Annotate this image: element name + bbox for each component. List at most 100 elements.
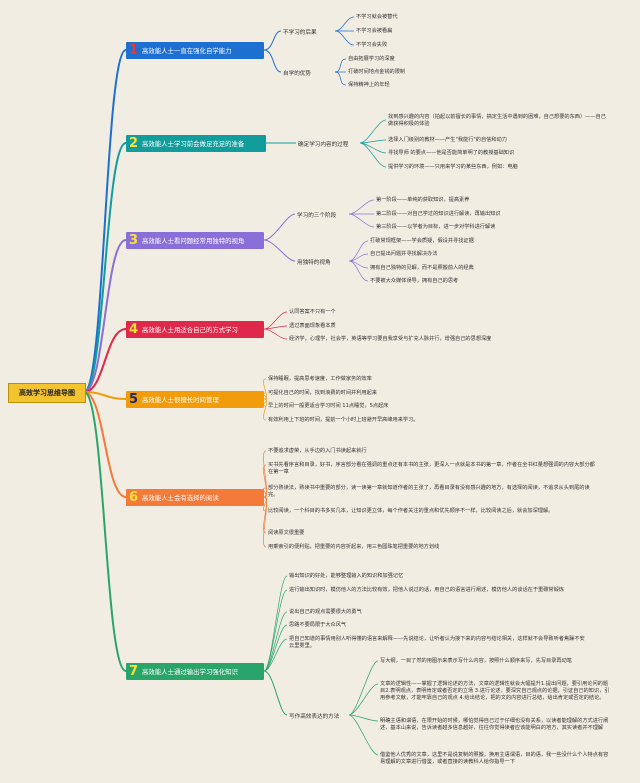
sub-3-1[interactable]: 学习的三个阶段: [297, 213, 337, 219]
leaf-2-1-4[interactable]: 提供学习的环境——只用来学习的某些东西，例如：电脑: [388, 164, 518, 170]
leaf-6-5[interactable]: 阅读原文很重要: [268, 530, 305, 536]
branch-1-leaf-link-2-1: [334, 58, 347, 73]
leaf-5-2[interactable]: 可提化自己的时间，找到浪费的时间并利用起来: [268, 390, 377, 396]
leaf-1-2-3[interactable]: 保持精神上的年轻: [348, 82, 390, 88]
branch-3-sub-link-2: [263, 239, 296, 262]
leaf-5-4[interactable]: 有效利用上下班的时间，提前一个小时上班避开早高峰用来学习。: [268, 417, 419, 423]
branch-4-node[interactable]: 4 高效能人士用适合自己的方式学习: [126, 321, 264, 338]
branch-5-label: 高效能人士很擅长时间管理: [142, 396, 219, 404]
leaf-3-2-1[interactable]: 打破常规框架——学会质疑，假设并寻找证据: [370, 238, 474, 244]
leaf-1-1-2[interactable]: 不学习会被看扁: [356, 28, 393, 34]
leaf-1-2-2[interactable]: 打破时间地点金钱的限制: [348, 69, 406, 75]
branch-1-node[interactable]: 1 高效能人士一直在强化自学能力: [126, 42, 264, 59]
leaf-7-2-3[interactable]: 明确主语和谓语，在限开始的时候，哪怕觉得自己过于仔细也没有关系，以读者能理解的方…: [380, 718, 609, 731]
leaf-6-3[interactable]: 部分熟读法，熟读书中重要的部分，读一读第一章就知道作者的主张了，再看目录有没有感…: [268, 485, 590, 498]
branch-1-leaf-link-1-1: [334, 16, 355, 32]
leaf-6-1[interactable]: 不要追求虚荣，从手边的入门书读起来就行: [268, 448, 367, 454]
sub-7-2[interactable]: 写作高效表达的方法: [289, 714, 340, 720]
root-link-1: [83, 49, 127, 393]
branch-5-number: 5: [129, 392, 139, 407]
branch-2-node[interactable]: 2 高效能人士学习前会做足充足的准备: [126, 135, 266, 152]
branch-1-leaf-link-2-3: [334, 71, 347, 86]
leaf-7-1-3[interactable]: 说出自己的观点需要很大的勇气: [289, 609, 362, 615]
branch-3-leaf-link-1-1: [348, 199, 375, 215]
leaf-7-2-1[interactable]: 写大纲，一目了然的用图示来表示写什么内容，按照什么顺序来写，先写目录再动笔: [380, 658, 572, 664]
leaf-6-4[interactable]: 比较阅读，一个科目的书多买几本，让知识更立体，每个作者关注的重点和优先顺序不一样…: [268, 508, 554, 514]
branch-3-leaf-link-1-3: [348, 213, 375, 228]
branch-6-label: 高效能人士会有选择的阅读: [142, 494, 219, 502]
branch-1-number: 1: [129, 43, 139, 58]
leaf-2-1-2[interactable]: 选择入门级别的教材——产生"我能行"的自信和动力: [388, 137, 507, 143]
branch-7-leaf-link-2-4: [348, 714, 379, 756]
leaf-7-1-5[interactable]: 把自己知道的事情用别人听得懂的语言来解释——先说结论，让听者认为接下来的内容与结…: [289, 636, 585, 649]
leaf-3-1-1[interactable]: 第一阶段——单纯的获取知识，提高素养: [376, 197, 470, 203]
branch-4-leaf-link-1-3: [263, 328, 288, 340]
leaf-2-1-1[interactable]: 找到感兴趣的内容（拍起以前擅长的事情，搞定生活中遇到的困难，自己想要的东西）——…: [388, 114, 606, 127]
leaf-7-1-2[interactable]: 进行输出知识时，模仿他人的方法比较有效，把他人说过的话，用自己的语言进行阐述，模…: [289, 587, 564, 593]
branch-3-sub-link-1: [263, 213, 296, 241]
leaf-5-3[interactable]: 早上的时间一般更适合学习时间 11点睡觉，5点起床: [268, 403, 389, 409]
branch-1-label: 高效能人士一直在强化自学能力: [142, 47, 232, 55]
sub-2-1[interactable]: 确定学习内容的过程: [298, 142, 349, 148]
leaf-6-2[interactable]: 买书先看序言和目录，好书，序言部分看在强调的重点还有本书的主张，更深入一点就是本…: [268, 462, 595, 475]
branch-7-leaf-link-2-3: [348, 714, 379, 722]
branch-5-node[interactable]: 5 高效能人士很擅长时间管理: [126, 391, 264, 408]
leaf-7-1-1[interactable]: 输出知识的好处，能够整理输入的知识和加强记忆: [289, 573, 404, 579]
leaf-7-2-2[interactable]: 文章的逻辑性——掌握了逻辑论述的方法，文章的逻辑性就会大幅提升1.提出问题，要引…: [380, 681, 610, 701]
root-link-2: [83, 142, 127, 393]
leaf-4-1[interactable]: 认同答案不只有一个: [289, 309, 336, 315]
sub-3-2[interactable]: 用独特的视角: [297, 260, 331, 266]
branch-3-leaf-link-2-2: [348, 253, 369, 262]
root-link-7: [83, 391, 127, 672]
branch-7-leaf-link-1-1: [263, 575, 288, 672]
branch-2-leaf-link-1-4: [359, 142, 387, 168]
sub-1-1[interactable]: 不学习的后果: [283, 30, 317, 36]
root-link-6: [83, 391, 127, 498]
sub-1-2[interactable]: 自学的优势: [283, 71, 311, 77]
branch-3-label: 高效能人士看问题经常用独特的视角: [142, 237, 245, 245]
branch-2-number: 2: [129, 136, 139, 151]
leaf-1-2-1[interactable]: 自由拓展学习的深度: [348, 56, 395, 62]
branch-3-node[interactable]: 3 高效能人士看问题经常用独特的视角: [126, 232, 264, 249]
leaf-1-1-3[interactable]: 不学习会失败: [356, 42, 388, 48]
branch-3-leaf-link-2-3: [348, 260, 369, 269]
leaf-2-1-3[interactable]: 寻找导师 的要点——他是否能简单明了的教授基础知识: [388, 150, 515, 156]
leaf-1-1-1[interactable]: 不学习就会被替代: [356, 14, 398, 20]
leaf-3-2-2[interactable]: 自己提出问题并寻找解决办法: [370, 251, 438, 257]
branch-1-sub-link-1: [263, 30, 282, 51]
branch-3-number: 3: [129, 233, 139, 248]
branch-2-leaf-link-1-2: [359, 139, 387, 144]
branch-7-leaf-link-2-2: [348, 683, 379, 716]
branch-4-number: 4: [129, 322, 139, 337]
branch-4-leaf-link-1-2: [263, 325, 288, 330]
leaf-6-6[interactable]: 用乘索引的便利贴，把重要的内容折起来，用三色圆珠笔把重要的地方划线: [268, 544, 440, 550]
leaf-7-1-4[interactable]: 思路不要局限于大众风气: [289, 622, 347, 628]
leaf-3-1-3[interactable]: 第三阶段——以学者为目标，进一步对学科进行解读: [376, 224, 496, 230]
leaf-4-2[interactable]: 透过表面现象看本质: [289, 323, 336, 329]
root-node[interactable]: 高效学习思维导图: [8, 383, 86, 403]
branch-1-leaf-link-1-3: [334, 30, 355, 46]
leaf-3-2-3[interactable]: 拥有自己独特的见解，而不是照搬前人的经典: [370, 265, 474, 271]
leaf-4-3[interactable]: 经济学，心理学，社会学，英语等学习要自我享受与扩充人脉并行，增强自己的思想深度: [289, 336, 492, 342]
branch-7-leaf-link-1-2: [263, 589, 288, 672]
branch-7-leaf-link-1-4: [263, 624, 288, 672]
branch-2-leaf-link-1-3: [359, 142, 387, 154]
branch-6-node[interactable]: 6 高效能人士会有选择的阅读: [126, 489, 264, 506]
branch-3-leaf-link-2-4: [348, 260, 369, 282]
root-link-5: [83, 391, 127, 400]
branch-7-sub-link-2: [263, 670, 288, 716]
branch-2-label: 高效能人士学习前会做足充足的准备: [142, 140, 245, 148]
leaf-5-1[interactable]: 保持睡眠，提高思考速度，工作做家务的效率: [268, 376, 372, 382]
branch-3-leaf-link-2-1: [348, 240, 369, 262]
branch-7-leaf-link-2-1: [348, 660, 379, 716]
leaf-3-1-2[interactable]: 第二阶段——对自己学过的知识进行解读，再输出知识: [376, 211, 501, 217]
root-link-3: [83, 239, 127, 393]
leaf-3-2-4[interactable]: 不要被大众媒体误导，拥有自己的思考: [370, 278, 459, 284]
branch-7-leaf-link-1-5: [263, 638, 288, 672]
branch-4-leaf-link-1-1: [263, 311, 288, 330]
root-link-4: [83, 328, 127, 393]
branch-7-label: 高效能人士通过输出学习强化知识: [142, 668, 238, 676]
branch-7-node[interactable]: 7 高效能人士通过输出学习强化知识: [126, 663, 264, 680]
branch-1-sub-link-2: [263, 49, 282, 73]
leaf-7-2-4[interactable]: 借鉴他人优秀的文章，这里不是说复制的照搬，换用主语谓语，目的语，我一些没什么个人…: [380, 752, 609, 765]
